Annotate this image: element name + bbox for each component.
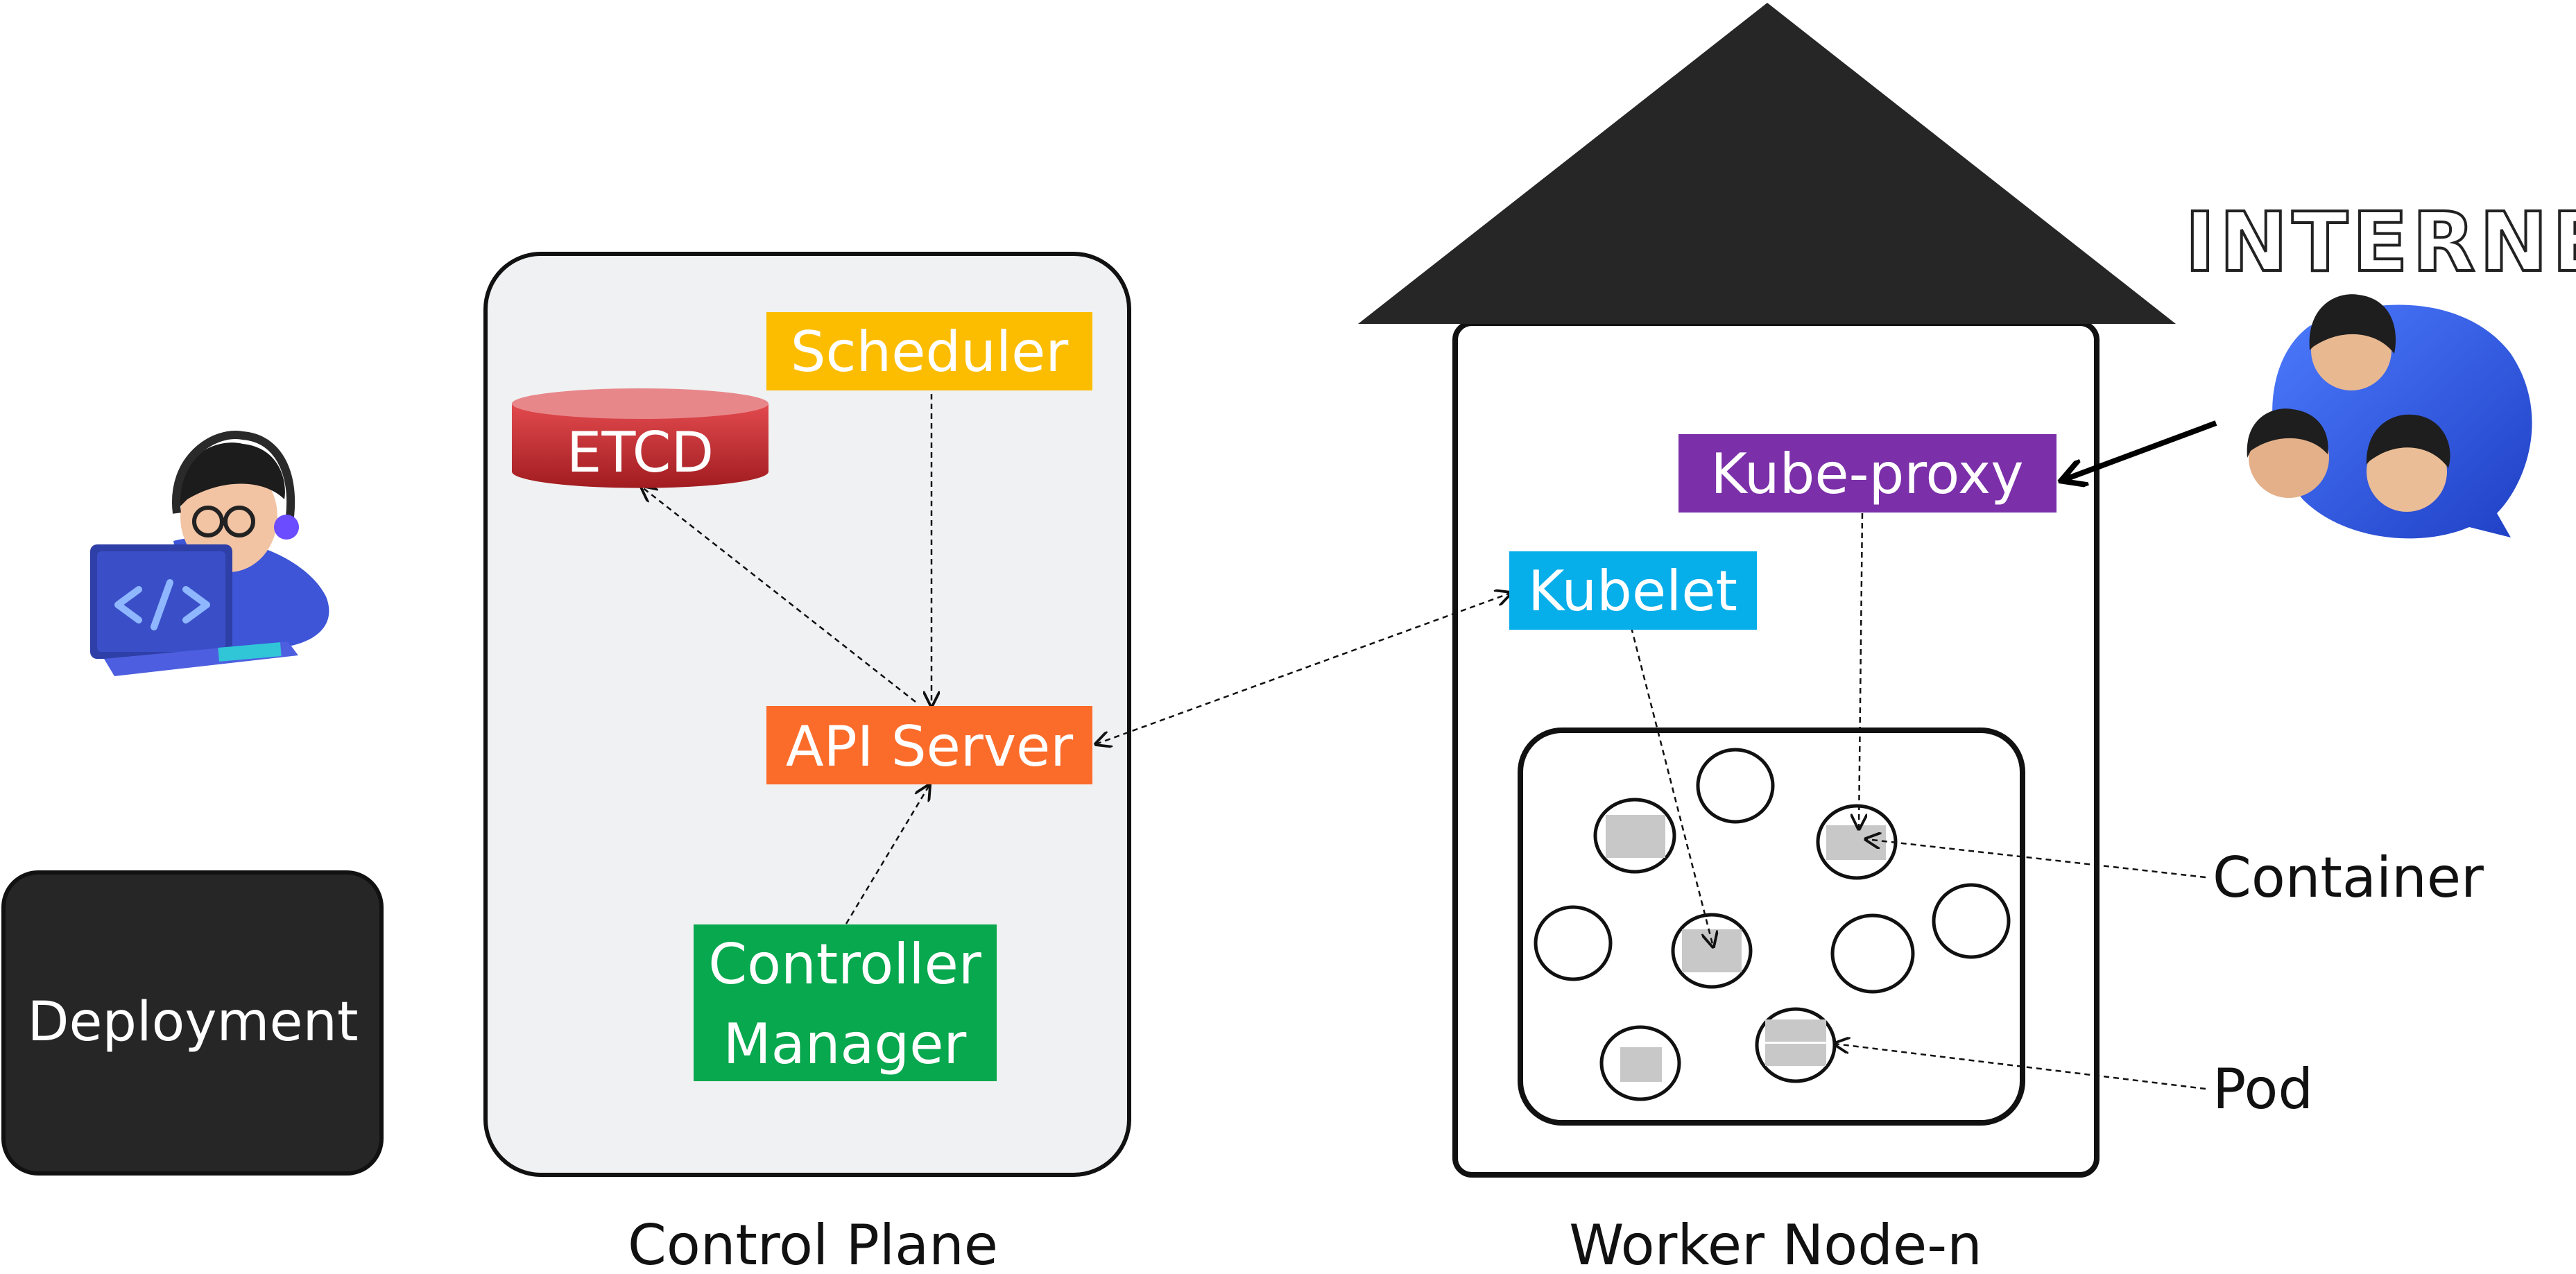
container xyxy=(1826,825,1886,860)
worker-node-title: Worker Node-n xyxy=(1569,1213,1982,1274)
kube-proxy-to-pod-arrow xyxy=(1859,513,1862,829)
container-callout-label: Container xyxy=(2213,845,2484,910)
code-icon xyxy=(114,579,210,630)
controller-manager-to-api-server-arrow xyxy=(845,785,929,924)
pod xyxy=(1534,905,1613,981)
deployment-label: Deployment xyxy=(27,991,358,1053)
api-server-component: API Server xyxy=(766,706,1092,784)
kube-proxy-label: Kube-proxy xyxy=(1710,442,2023,506)
pod xyxy=(1932,883,2011,959)
developer-avatar-illustration xyxy=(90,431,329,676)
pod xyxy=(1696,748,1775,824)
internet-users-illustration: INTERNET xyxy=(2183,193,2576,539)
kubelet-to-pod-arrow xyxy=(1630,627,1713,947)
pods-area xyxy=(1518,728,2025,1126)
scheduler-label: Scheduler xyxy=(791,320,1069,384)
kubelet-label: Kubelet xyxy=(1528,559,1737,623)
deployment-box: Deployment xyxy=(1,870,384,1176)
control-plane-title: Control Plane xyxy=(628,1213,998,1274)
container xyxy=(1606,815,1665,858)
pod-callout-arrow xyxy=(1835,1044,2206,1090)
container xyxy=(1682,929,1742,972)
user-face-icon xyxy=(2367,431,2447,512)
worker-node-roof xyxy=(1358,3,2176,324)
pod-callout-label: Pod xyxy=(2213,1057,2313,1121)
api-server-label: API Server xyxy=(786,714,1073,779)
container-callout-arrow xyxy=(1866,839,2206,879)
internet-label: INTERNET xyxy=(2185,194,2576,290)
pod xyxy=(1830,913,1915,994)
scheduler-component: Scheduler xyxy=(766,312,1092,390)
container xyxy=(1620,1047,1662,1082)
api-server-kubelet-arrow xyxy=(1096,593,1511,744)
kube-proxy-component: Kube-proxy xyxy=(1678,434,2056,513)
container xyxy=(1765,1044,1826,1066)
controller-manager-component: Controller Manager xyxy=(694,924,997,1081)
controller-manager-label-line1: Controller xyxy=(708,932,981,997)
internet-to-kube-proxy-arrow xyxy=(2063,420,2217,480)
etcd-label: ETCD xyxy=(567,420,714,485)
worker-connectors xyxy=(1096,513,2206,1090)
kubelet-component: Kubelet xyxy=(1509,551,1757,630)
container xyxy=(1765,1019,1826,1042)
controller-manager-label-line2: Manager xyxy=(723,1012,967,1076)
etcd-database: ETCD xyxy=(512,388,768,488)
control-plane-connectors xyxy=(642,394,931,924)
